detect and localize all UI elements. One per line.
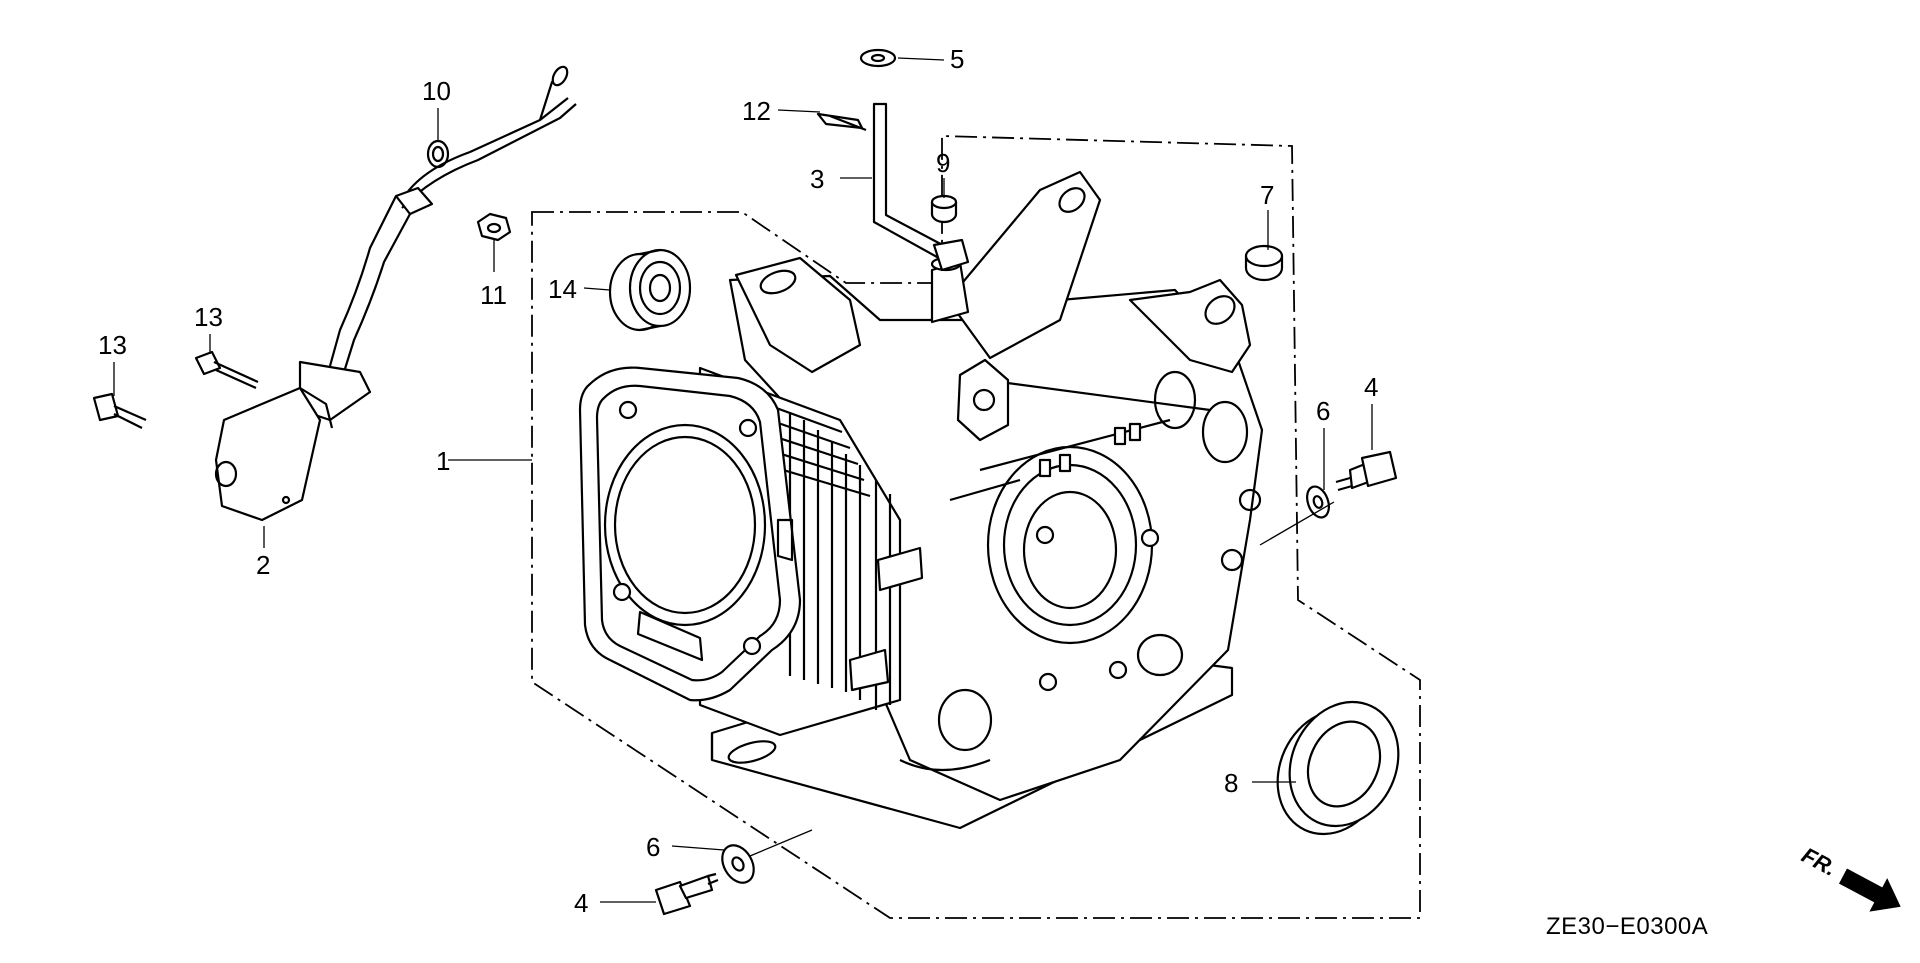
callout-13-lower: 13: [98, 330, 127, 360]
callout-10: 10: [422, 76, 451, 106]
diagram-code: ZE30−E0300A: [1546, 913, 1708, 940]
washer-part-5: [859, 48, 897, 68]
callout-6-bottom: 6: [646, 832, 660, 862]
bolt-part-4-bottom: [654, 872, 719, 916]
callout-7: 7: [1260, 180, 1274, 210]
oil-seal-part-8: [1276, 700, 1400, 836]
bolt-part-13-upper: [194, 350, 259, 390]
callout-3: 3: [810, 164, 824, 194]
callout-8: 8: [1224, 768, 1238, 798]
front-direction-marker: FR.: [1798, 842, 1901, 912]
bolt-part-4-right: [1335, 450, 1398, 492]
callout-4-bottom: 4: [574, 888, 588, 918]
callout-12: 12: [742, 96, 771, 126]
callout-6-right: 6: [1316, 396, 1330, 426]
clip-part-12: [816, 112, 867, 132]
nut-part-11: [476, 212, 512, 242]
leader-lines: [113, 57, 1373, 903]
front-marker-label: FR.: [1798, 842, 1841, 881]
callout-labels: 1 2 3 4 4 5 6 6 7 8 9 10 11 12 13 13 14: [98, 44, 1378, 918]
cap-part-7: [1244, 244, 1284, 282]
callout-13-upper: 13: [194, 302, 223, 332]
assembly-boundary: [531, 135, 1421, 919]
oil-level-bracket-part-3: [872, 102, 970, 272]
oil-level-switch-part-2: [214, 65, 577, 522]
bolt-part-13-lower: [92, 392, 147, 429]
washer-part-6-bottom: [721, 844, 755, 884]
callout-2: 2: [256, 550, 270, 580]
grommet-part-9: [930, 194, 958, 224]
cylinder-block: [578, 170, 1264, 830]
front-arrow-icon: [1839, 868, 1901, 912]
callout-11: 11: [480, 280, 507, 310]
bearing-part-14: [608, 248, 692, 332]
washer-part-6-right: [1306, 485, 1330, 519]
callout-4-right: 4: [1364, 372, 1378, 402]
callout-9: 9: [936, 148, 950, 178]
callout-5: 5: [950, 44, 964, 74]
callout-1: 1: [436, 446, 450, 476]
callout-14: 14: [548, 274, 577, 304]
